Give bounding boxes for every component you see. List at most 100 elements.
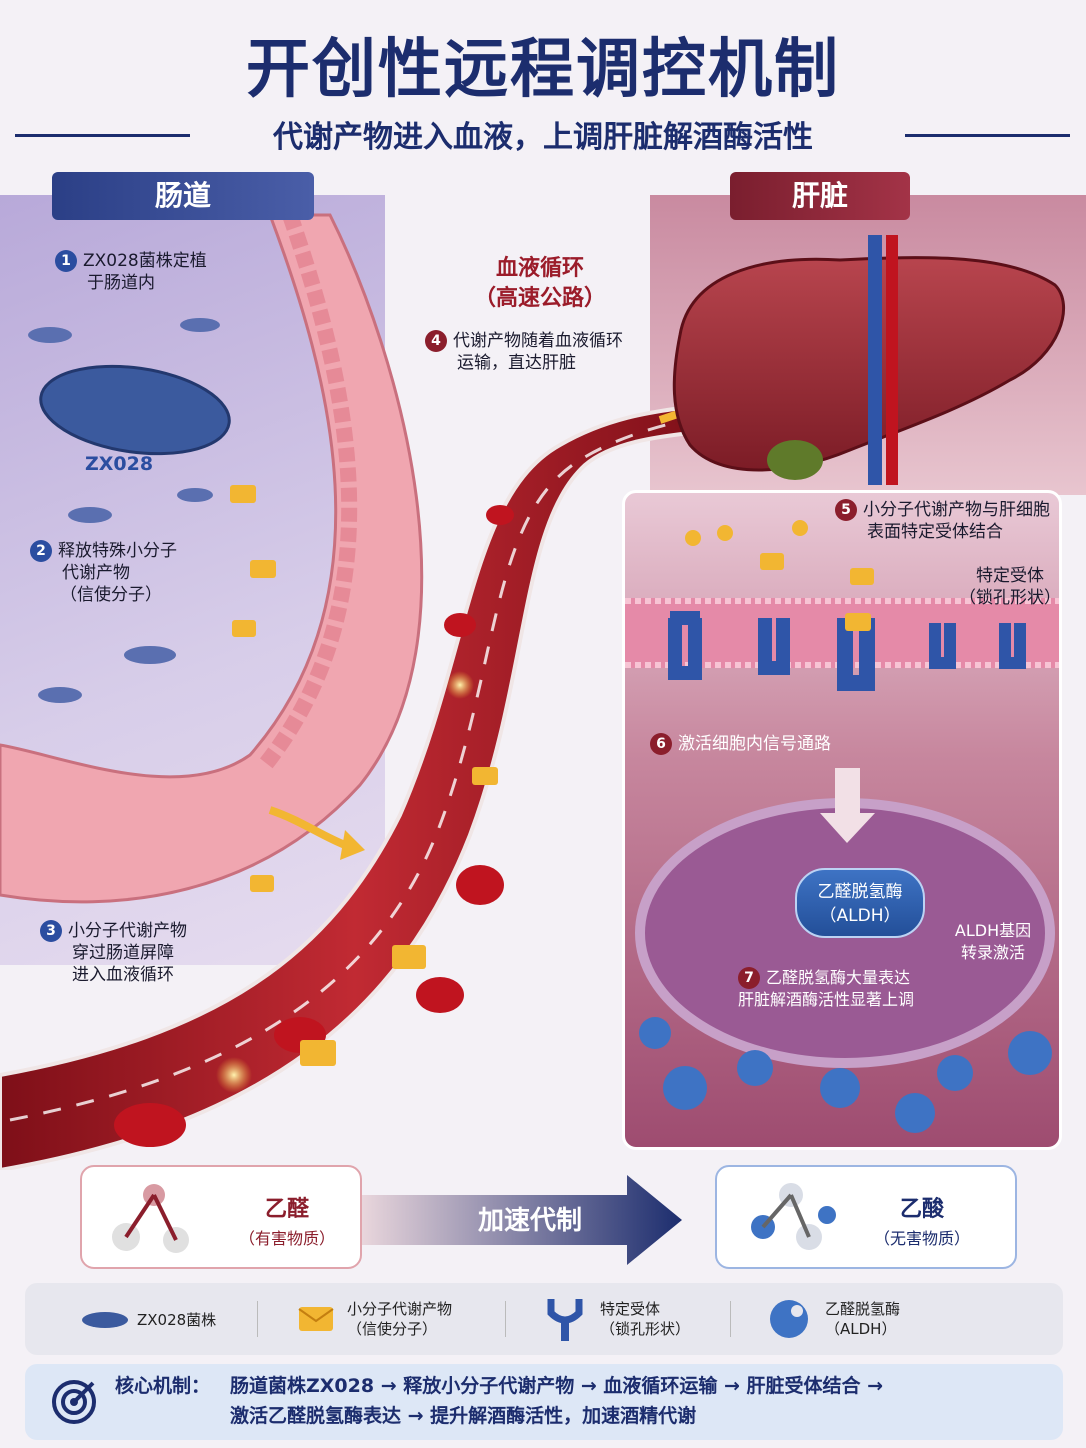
small-bacterium [177, 488, 213, 502]
receptor-legend-icon [547, 1299, 583, 1341]
intestinal-wall-inner [258, 212, 358, 770]
zx028-bacterium [39, 364, 231, 456]
step-4-line1: 代谢产物随着血液循环 [453, 331, 623, 351]
aorta [886, 235, 898, 485]
core-label: 核心机制： [115, 1375, 211, 1397]
step-1-line2: 于肠道内 [87, 273, 155, 293]
acetaldehyde-name: 乙醛 [264, 1197, 309, 1222]
step-4-line2: 运输，直达肝脏 [457, 353, 576, 373]
step-number-badge: 3 [40, 920, 62, 942]
red-blood-cell [486, 505, 514, 525]
messenger-molecule [300, 1040, 336, 1066]
acetate-name: 乙酸 [899, 1197, 944, 1222]
receptor [668, 611, 702, 680]
legend: ZX028菌株 小分子代谢产物 （信使分子） 特定受体 （锁孔形状） 乙醛脱氢酶… [25, 1283, 1063, 1355]
acetaldehyde-molecule-icon [112, 1184, 189, 1253]
intestinal-wall [0, 213, 424, 904]
legend-divider [505, 1301, 506, 1337]
small-bacterium [180, 318, 220, 332]
step-7-line1: 乙醛脱氢酶大量表达 [766, 968, 911, 987]
legend-enzyme-line2: （ALDH） [825, 1320, 897, 1338]
step-number-badge: 2 [30, 540, 52, 562]
section-tag-gut: 肠道 [52, 172, 314, 220]
aldh-enzyme [820, 1068, 860, 1108]
legend-messenger-line2: （信使分子） [347, 1320, 438, 1338]
core-line2: 激活乙醛脱氢酶表达 → 提升解酒酶活性，加速酒精代谢 [230, 1405, 697, 1427]
messenger-molecule [717, 525, 733, 541]
gene-label-line1: ALDH基因 [954, 921, 1032, 940]
step-5-line1: 小分子代谢产物与肝细胞 [863, 500, 1050, 520]
red-blood-cell [456, 865, 504, 905]
red-blood-cell [416, 977, 464, 1013]
subtitle-divider-right [905, 134, 1070, 137]
enzyme-legend-icon [770, 1300, 808, 1338]
aldh-pill: 乙醛脱氢酶 （ALDH） [795, 868, 925, 938]
messenger-molecule [845, 613, 871, 631]
step-number-badge: 1 [55, 250, 77, 272]
bacterium-label: ZX028 [85, 453, 154, 475]
receptor [999, 623, 1026, 669]
receptor-label-line2: （锁孔形状） [959, 588, 1061, 608]
receptor [758, 618, 790, 675]
aldh-enzyme [639, 1017, 671, 1049]
accelerate-label: 加速代制 [477, 1206, 582, 1236]
aldh-enzyme [737, 1050, 773, 1086]
step-number-badge: 6 [650, 733, 672, 755]
legend-divider [257, 1301, 258, 1337]
messenger-molecule [850, 568, 874, 585]
messenger-glow [446, 671, 474, 699]
messenger-molecule [232, 620, 256, 637]
step-5-line2: 表面特定受体结合 [867, 522, 1003, 542]
gene-label-line2: 转录激活 [960, 943, 1025, 962]
step-3-line2: 穿过肠道屏障 [72, 943, 174, 963]
transfer-arrow [268, 806, 347, 849]
transfer-arrowhead [340, 830, 365, 860]
small-bacterium [124, 646, 176, 664]
core-mechanism-box: 核心机制： 肠道菌株ZX028 → 释放小分子代谢产物 → 血液循环运输 → 肝… [25, 1364, 1063, 1440]
step-number-badge: 7 [738, 967, 760, 989]
receptor [929, 623, 956, 669]
step-7-line2: 肝脏解酒酶活性显著上调 [738, 990, 915, 1009]
legend-messenger-label: 小分子代谢产物 （信使分子） [347, 1299, 452, 1339]
subtitle-wrap: 代谢产物进入血液，上调肝脏解酒酶活性 [0, 112, 1086, 156]
blood-flow-lane [9, 415, 701, 1122]
messenger-molecule [230, 485, 256, 503]
aldh-enzyme [937, 1055, 973, 1091]
page-subtitle: 代谢产物进入血液，上调肝脏解酒酶活性 [273, 120, 813, 155]
receptor-label: 特定受体 （锁孔形状） [955, 565, 1065, 609]
bacterium-legend-icon [82, 1312, 128, 1328]
gene-activation-label: ALDH基因 转录激活 [938, 920, 1048, 964]
legend-enzyme-line1: 乙醛脱氢酶 [825, 1300, 901, 1318]
blood-circulation-title: 血液循环 （高速公路） [440, 254, 640, 314]
section-tag-liver: 肝脏 [730, 172, 910, 220]
step-6-text: 6 激活细胞内信号通路 [650, 733, 900, 755]
step-7-text: 7 乙醛脱氢酶大量表达 肝脏解酒酶活性显著上调 [738, 967, 998, 1011]
step-2-line2: 代谢产物 [62, 563, 130, 583]
red-blood-cell [444, 613, 476, 637]
messenger-glow [216, 1057, 252, 1093]
legend-enzyme-label: 乙醛脱氢酶 （ALDH） [825, 1299, 900, 1339]
blood-title-line2: （高速公路） [473, 286, 606, 311]
target-icon [52, 1380, 96, 1424]
red-blood-cell [114, 1103, 186, 1147]
page-title: 开创性远程调控机制 [246, 33, 840, 107]
vena-cava [868, 235, 882, 485]
messenger-molecule [792, 520, 808, 536]
acetate-molecule-icon [751, 1183, 836, 1250]
step-3-line3: 进入血液循环 [72, 965, 174, 985]
blood-title-line1: 血液循环 [495, 256, 584, 281]
gallbladder [767, 440, 823, 480]
step-6-line1: 激活细胞内信号通路 [678, 734, 831, 754]
small-bacterium [68, 507, 112, 523]
step-2-line1: 释放特殊小分子 [58, 541, 177, 561]
legend-divider [730, 1301, 731, 1337]
aldh-pill-line2: （ALDH） [819, 906, 901, 926]
accelerate-arrow [362, 1175, 682, 1265]
subtitle-divider-left [15, 134, 190, 137]
core-line1: 肠道菌株ZX028 → 释放小分子代谢产物 → 血液循环运输 → 肝脏受体结合 … [230, 1375, 884, 1397]
legend-receptor-line1: 特定受体 [600, 1300, 661, 1318]
